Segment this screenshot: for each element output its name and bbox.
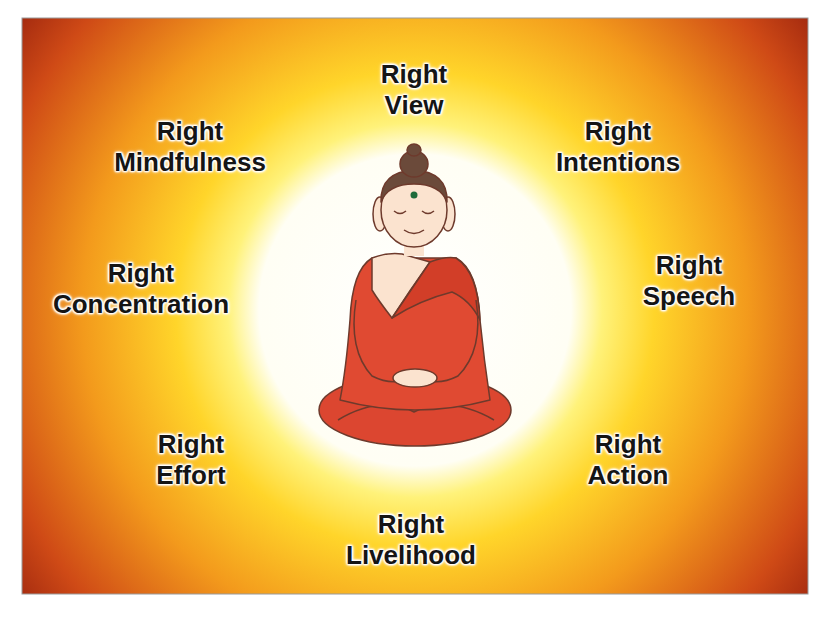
path-label: Right Effort — [156, 429, 225, 491]
glow-panel — [22, 18, 808, 594]
path-label: Right Concentration — [53, 258, 229, 320]
path-label: Right Intentions — [556, 116, 680, 178]
path-label: Right Mindfulness — [114, 116, 266, 178]
path-label: Right Livelihood — [346, 509, 476, 571]
path-label: Right Speech — [643, 250, 735, 312]
path-label: Right Action — [588, 429, 669, 491]
path-label: Right View — [381, 59, 447, 121]
buddha-figure — [319, 144, 511, 446]
